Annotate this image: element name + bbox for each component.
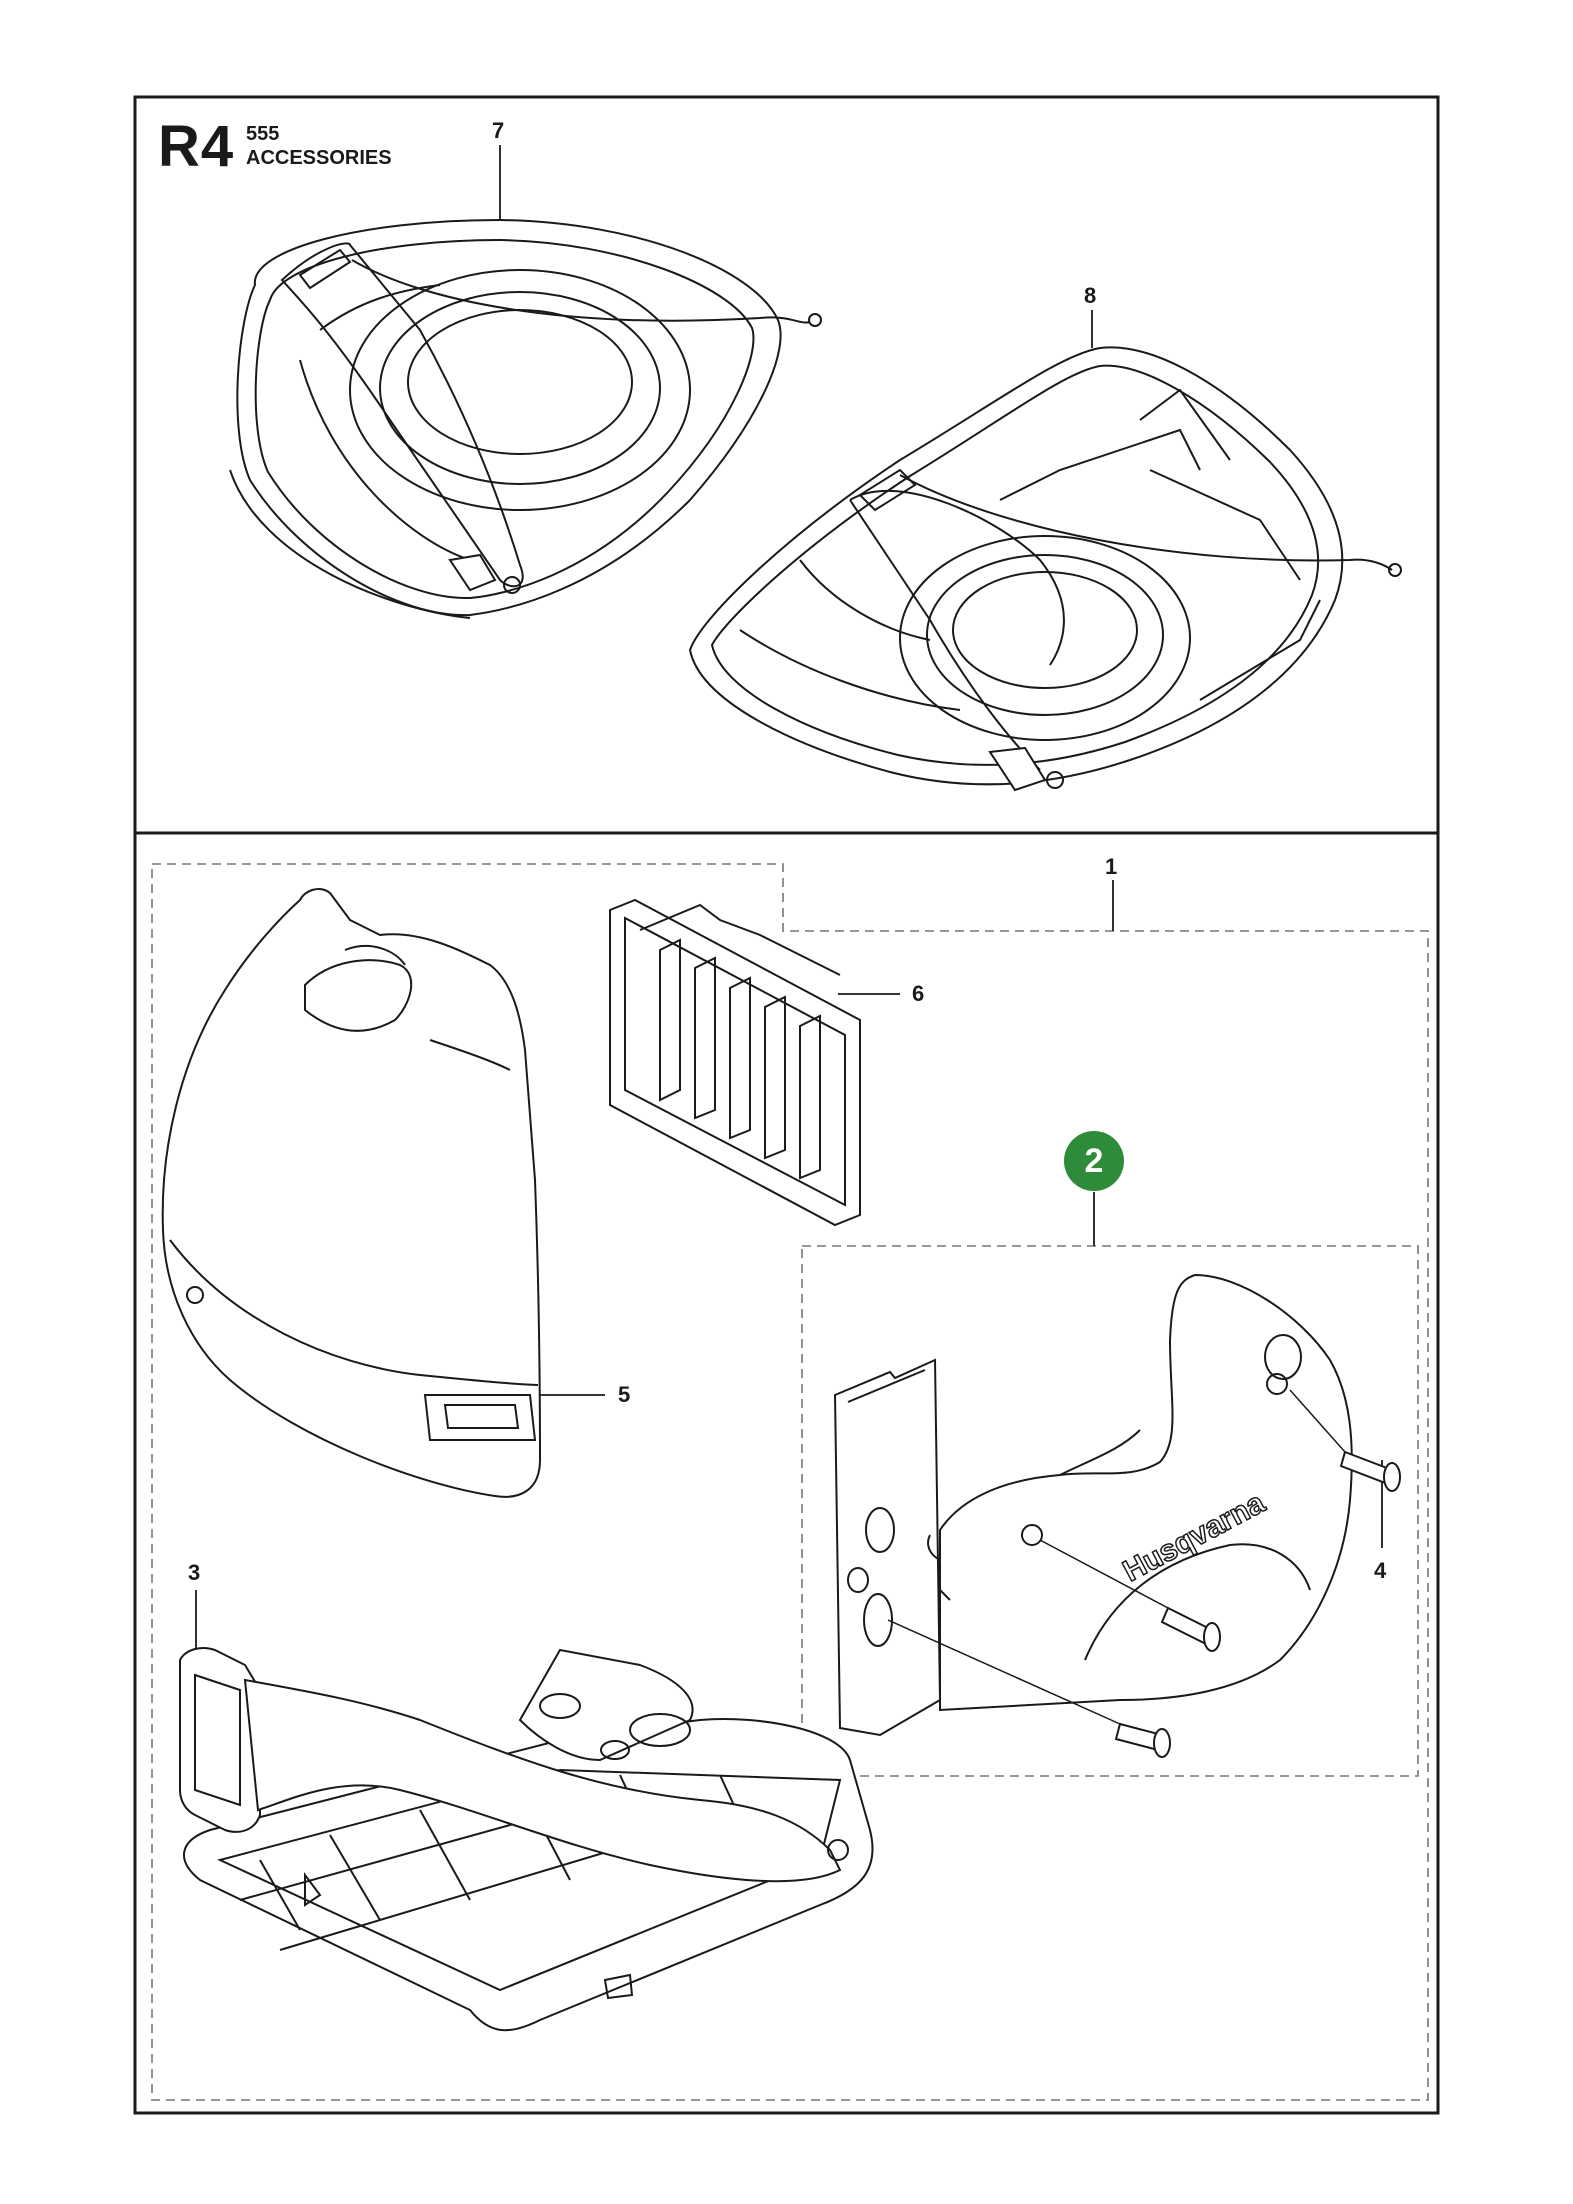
part-2-side-cover: Husqvarna bbox=[833, 1273, 1401, 1758]
callout-3: 3 bbox=[188, 1560, 201, 1585]
section-title: ACCESSORIES bbox=[246, 147, 392, 169]
callout-7: 7 bbox=[492, 118, 505, 143]
page-code: R4 bbox=[158, 114, 235, 179]
part-6-filter bbox=[609, 898, 861, 1227]
callout-5: 5 bbox=[618, 1382, 631, 1407]
part-5-cover bbox=[161, 888, 542, 1498]
kit-boundary-2 bbox=[801, 1245, 1419, 1777]
screw-a bbox=[1339, 1450, 1401, 1492]
callout-2-badge: 2 bbox=[1064, 1131, 1124, 1191]
screw-b bbox=[1160, 1606, 1221, 1652]
outer-frame bbox=[133, 95, 1440, 2115]
part-3-intake bbox=[179, 1647, 874, 2032]
callout-4: 4 bbox=[1374, 1558, 1387, 1583]
part-7-deflector bbox=[229, 218, 822, 619]
callout-6: 6 bbox=[912, 981, 925, 1006]
callout-8: 8 bbox=[1084, 283, 1097, 308]
screw-c bbox=[1114, 1722, 1171, 1758]
part-8-deflector bbox=[688, 346, 1402, 792]
model-number: 555 bbox=[246, 123, 280, 145]
callout-1: 1 bbox=[1105, 854, 1118, 879]
kit-boundary-1 bbox=[151, 863, 1429, 2101]
